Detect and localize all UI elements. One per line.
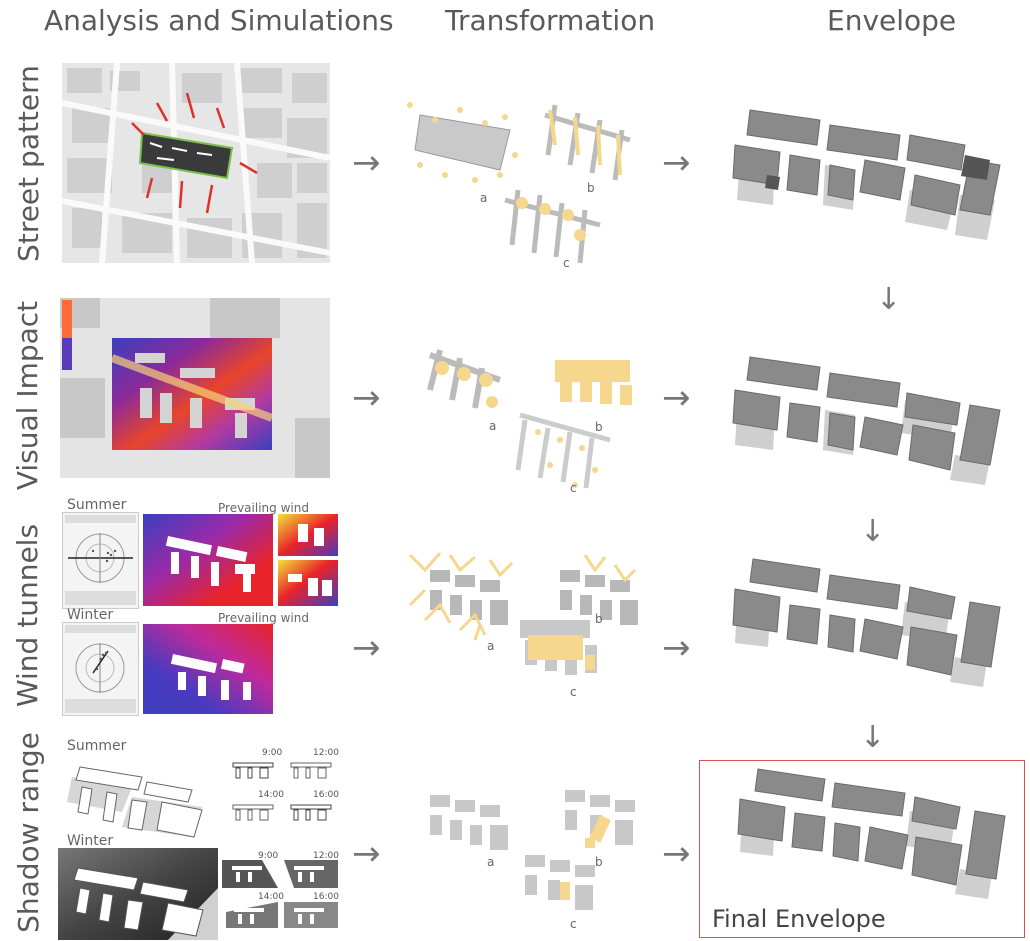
wind-simulation-winter — [143, 624, 273, 714]
shadow-summer-label: Summer — [67, 738, 127, 754]
row-label-wind: Wind tunnels — [11, 523, 45, 707]
shadow-thumb-winter-1 — [222, 860, 278, 888]
final-envelope-frame: Final Envelope — [699, 760, 1025, 938]
right-arrow-icon: → — [662, 834, 691, 874]
wind-winter-label: Winter — [67, 607, 114, 623]
variant-label-c: c — [563, 256, 570, 270]
street-transformation-diagrams — [400, 95, 645, 270]
variant-label-b: b — [595, 420, 603, 434]
shadow-thumb-winter-4 — [284, 902, 338, 928]
visual-transformation-diagrams — [400, 340, 645, 500]
variant-label-a: a — [480, 191, 488, 205]
shadow-thumb-summer-2 — [286, 758, 336, 783]
wind-simulation-detail-2 — [278, 560, 338, 606]
street-pattern-map — [62, 63, 330, 263]
shadow-summer-render — [62, 752, 222, 847]
down-arrow-icon: ↓ — [860, 514, 886, 549]
shadow-winter-label: Winter — [67, 833, 114, 849]
variant-label-b: b — [587, 181, 595, 195]
right-arrow-icon: → — [352, 143, 381, 183]
variant-label-b: b — [595, 612, 603, 626]
column-heading-envelope: Envelope — [827, 4, 957, 37]
variant-label-c: c — [570, 481, 577, 495]
shadow-thumb-winter-2 — [284, 860, 338, 888]
shadow-time-summer-2: 12:00 — [313, 748, 339, 758]
visual-impact-heatmap — [60, 298, 330, 478]
variant-label-c: c — [570, 685, 577, 699]
shadow-thumb-summer-4 — [286, 800, 336, 825]
column-heading-transformation: Transformation — [445, 4, 656, 37]
down-arrow-icon: ↓ — [876, 282, 902, 317]
shadow-time-summer-3: 14:00 — [258, 790, 284, 800]
right-arrow-icon: → — [352, 628, 381, 668]
final-envelope-label: Final Envelope — [712, 905, 886, 933]
right-arrow-icon: → — [662, 378, 691, 418]
envelope-massing-2 — [725, 345, 1005, 490]
variant-label-c: c — [570, 917, 577, 931]
row-label-street: Street pattern — [11, 64, 45, 262]
shadow-time-winter-2: 12:00 — [313, 851, 339, 861]
shadow-time-winter-4: 16:00 — [313, 892, 339, 902]
shadow-winter-render — [58, 848, 218, 940]
shadow-thumb-winter-3 — [226, 902, 278, 928]
variant-label-a: a — [487, 639, 495, 653]
shadow-time-winter-3: 14:00 — [258, 892, 284, 902]
envelope-massing-1 — [725, 100, 1005, 245]
shadow-thumb-summer-3 — [228, 800, 278, 825]
variant-label-a: a — [487, 855, 495, 869]
row-label-shadow: Shadow range — [11, 731, 45, 933]
wind-transformation-diagrams — [400, 545, 645, 695]
wind-summer-label: Summer — [67, 497, 127, 513]
column-heading-analysis: Analysis and Simulations — [44, 4, 394, 37]
shadow-transformation-diagrams — [400, 770, 645, 930]
shadow-time-summer-4: 16:00 — [313, 790, 339, 800]
shadow-time-winter-1: 9:00 — [258, 851, 279, 861]
right-arrow-icon: → — [352, 834, 381, 874]
prevailing-wind-label-1: Prevailing wind — [218, 501, 309, 515]
down-arrow-icon: ↓ — [860, 720, 886, 755]
right-arrow-icon: → — [662, 143, 691, 183]
wind-simulation-detail-1 — [278, 514, 338, 556]
envelope-massing-3 — [725, 547, 1005, 692]
right-arrow-icon: → — [352, 378, 381, 418]
shadow-thumb-summer-1 — [228, 758, 278, 783]
row-label-visual: Visual Impact — [11, 300, 45, 490]
wind-rose-summer — [62, 512, 139, 609]
shadow-time-summer-1: 9:00 — [262, 748, 283, 758]
wind-simulation-summer — [143, 514, 273, 606]
prevailing-wind-label-2: Prevailing wind — [218, 611, 309, 625]
variant-label-a: a — [489, 419, 497, 433]
variant-label-b: b — [595, 855, 603, 869]
right-arrow-icon: → — [662, 628, 691, 668]
wind-rose-winter — [62, 622, 139, 716]
